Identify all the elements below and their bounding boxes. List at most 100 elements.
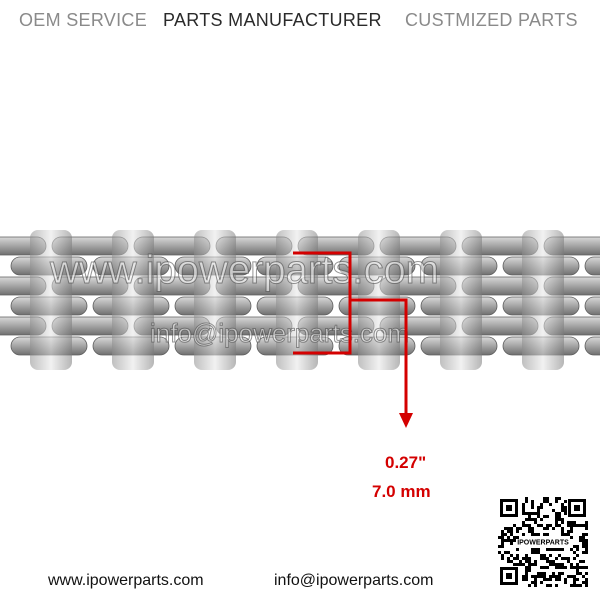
header-bar: OEM SERVICE PARTS MANUFACTURER CUSTMIZED… <box>0 0 600 40</box>
qr-module <box>534 512 537 515</box>
qr-module <box>561 533 564 536</box>
qr-module <box>570 536 573 539</box>
qr-module <box>558 515 561 518</box>
qr-module <box>525 554 528 557</box>
qr-module <box>537 524 540 527</box>
qr-module <box>582 581 585 584</box>
qr-module <box>555 548 558 551</box>
qr-module <box>558 572 561 575</box>
qr-module <box>546 557 549 560</box>
qr-module <box>522 524 525 527</box>
qr-module <box>573 581 576 584</box>
header-oem-service: OEM SERVICE <box>19 10 147 30</box>
qr-module <box>501 542 504 545</box>
qr-module <box>576 584 579 587</box>
qr-module <box>549 578 552 581</box>
qr-module <box>558 524 561 527</box>
qr-module <box>567 533 570 536</box>
qr-module <box>573 521 576 524</box>
qr-module <box>525 557 528 560</box>
qr-module <box>585 527 588 530</box>
qr-module <box>573 578 576 581</box>
qr-module <box>537 515 540 518</box>
qr-module <box>582 545 585 548</box>
qr-module <box>555 566 558 569</box>
qr-module <box>546 548 549 551</box>
qr-module <box>501 539 504 542</box>
qr-module <box>555 578 558 581</box>
qr-module <box>546 497 549 500</box>
qr-module <box>501 536 504 539</box>
qr-module <box>543 578 546 581</box>
qr-module <box>528 569 531 572</box>
qr-module <box>549 524 552 527</box>
qr-module <box>534 548 537 551</box>
qr-module <box>555 524 558 527</box>
qr-module <box>504 551 507 554</box>
qr-module <box>543 527 546 530</box>
qr-module <box>546 566 549 569</box>
qr-module <box>570 524 573 527</box>
header-customized-parts: CUSTMIZED PARTS <box>405 10 578 30</box>
qr-module <box>531 551 534 554</box>
measurement-millimeters: 7.0 mm <box>372 482 431 501</box>
chain-pin <box>194 230 236 370</box>
qr-module <box>522 575 525 578</box>
qr-module <box>567 557 570 560</box>
qr-module <box>531 503 534 506</box>
qr-module <box>522 533 525 536</box>
qr-module <box>579 584 582 587</box>
qr-module <box>546 584 549 587</box>
qr-module <box>573 575 576 578</box>
qr-module <box>582 524 585 527</box>
qr-module <box>507 560 510 563</box>
qr-module <box>582 551 585 554</box>
qr-module <box>513 539 516 542</box>
qr-module <box>531 527 534 530</box>
qr-module <box>513 524 516 527</box>
qr-module <box>519 560 522 563</box>
qr-module <box>582 560 585 563</box>
qr-module <box>573 557 576 560</box>
qr-module <box>549 554 552 557</box>
qr-module <box>546 500 549 503</box>
qr-module <box>555 575 558 578</box>
qr-module <box>558 554 561 557</box>
qr-module <box>525 569 528 572</box>
qr-module <box>555 500 558 503</box>
measurement-leader-line <box>350 298 408 415</box>
qr-module <box>543 533 546 536</box>
qr-module <box>573 584 576 587</box>
qr-module <box>510 539 513 542</box>
qr-module <box>576 524 579 527</box>
qr-module <box>576 548 579 551</box>
chain-pin <box>522 230 564 370</box>
arrow-down-icon <box>399 413 413 428</box>
qr-module <box>531 506 534 509</box>
qr-module <box>570 566 573 569</box>
qr-module <box>585 542 588 545</box>
qr-module <box>528 530 531 533</box>
qr-module <box>507 530 510 533</box>
qr-module <box>528 518 531 521</box>
qr-module <box>564 566 567 569</box>
qr-module <box>534 578 537 581</box>
qr-module <box>570 521 573 524</box>
qr-module <box>540 554 543 557</box>
qr-module <box>570 584 573 587</box>
qr-module <box>558 497 561 500</box>
qr-module <box>534 521 537 524</box>
qr-module <box>531 563 534 566</box>
qr-module <box>510 560 513 563</box>
qr-module <box>561 509 564 512</box>
qr-module <box>570 527 573 530</box>
qr-module <box>522 512 525 515</box>
qr-module <box>576 566 579 569</box>
qr-module <box>516 563 519 566</box>
qr-module <box>567 530 570 533</box>
qr-module <box>525 575 528 578</box>
qr-module <box>552 572 555 575</box>
qr-module <box>576 578 579 581</box>
qr-module <box>522 509 525 512</box>
